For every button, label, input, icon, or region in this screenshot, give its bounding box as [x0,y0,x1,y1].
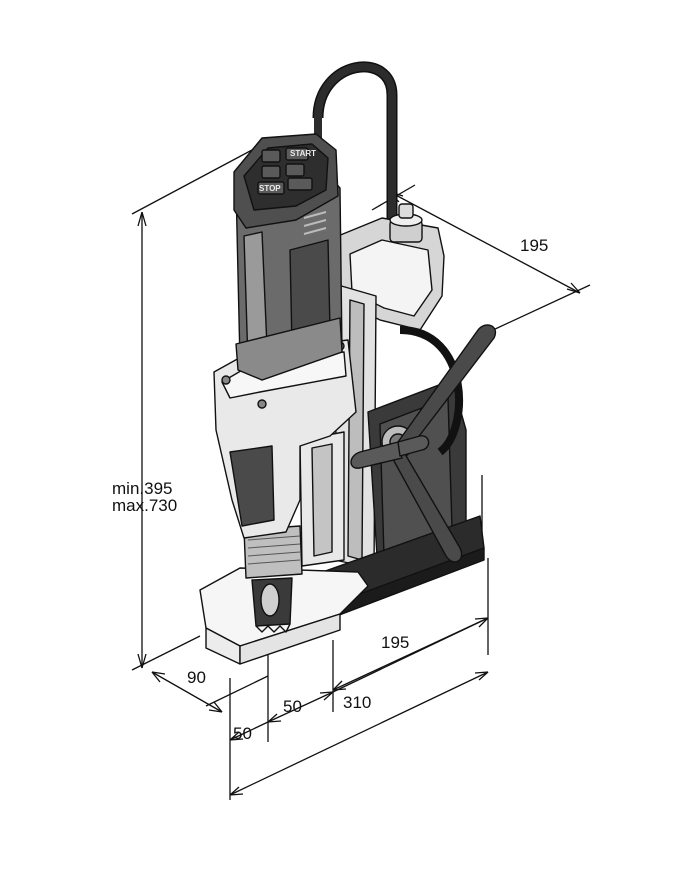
depth-bottom-label: 90 [187,668,206,687]
height-label-max: max.730 [112,496,177,515]
total-length-dimension-line [229,671,489,796]
control-button-4[interactable] [285,163,305,177]
chip-guard-side [239,613,341,665]
height-arrow-bottom [137,653,147,669]
start-button[interactable] [257,181,285,195]
offset-a-label: 50 [233,724,252,743]
depth-bottom-extension [205,675,269,707]
control-button-2[interactable] [285,147,309,161]
control-button-1[interactable] [261,149,281,163]
feed-handle-left[interactable] [350,441,403,469]
total-length-label: 310 [343,693,371,712]
offset-a-dimension-line [229,721,269,741]
gearbox-dark-recess [229,445,275,527]
annular-cutter-highlight [260,583,280,617]
feed-handle-upper[interactable] [397,324,497,449]
chuck-ribs [247,535,301,565]
depth-top-arrow-b [566,282,581,294]
depth-top-extension-b [492,284,591,331]
depth-top-dimension-line [389,191,581,294]
control-button-3[interactable] [261,165,281,179]
total-length-dimension-line-a [332,617,489,693]
feed-slide-rail [311,443,333,557]
start-label: START [290,149,316,158]
offset-b-dimension-line [267,691,334,723]
motor-collar [235,317,343,381]
feed-handle-lower[interactable] [387,441,463,563]
height-arrow-top [137,211,147,227]
height-label-min: min.395 [112,479,172,498]
dimension-labels: min.395 max.730 195 195 90 50 310 50 [112,236,548,743]
offset-a-arrow-a [229,731,244,741]
total-length-arrow-b [474,671,489,681]
offset-b-arrow-a [267,713,282,723]
total-length-arrow-a [229,786,244,796]
machine-illustration: START STOP [199,61,497,665]
gearbox-screw-1 [221,375,231,385]
depth-bottom-arrow-a [151,671,166,683]
dimension-lines [131,149,591,800]
gearbox-screw-2 [257,399,267,409]
guide-column-rail [347,299,365,561]
stop-label: STOP [259,184,281,193]
motor-vents [303,211,327,235]
height-extension-top [131,149,253,215]
depth-top-label: 195 [520,236,548,255]
stop-button[interactable] [287,177,313,191]
power-cable-inner [314,62,396,236]
depth-bottom-dimension-line [151,671,223,713]
depth-bottom-arrow-b [208,701,223,713]
feed-handle-right[interactable] [397,435,430,457]
base-width-arrow-b [474,617,489,628]
offset-b-label: 50 [283,697,302,716]
offset-b-arrow-b [319,691,334,701]
adjustment-knob-cap [398,203,414,219]
base-width-label: 195 [381,633,409,652]
annular-cutter-teeth [255,623,291,633]
